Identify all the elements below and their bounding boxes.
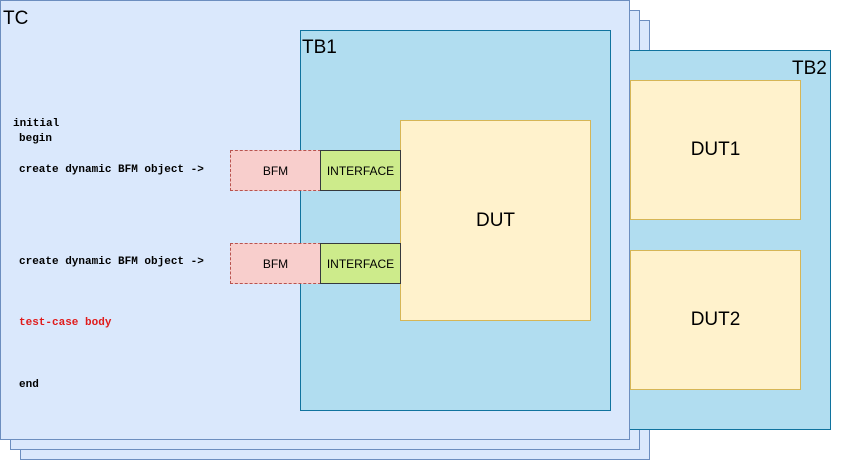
dut-label: DUT bbox=[475, 209, 516, 231]
dut1-block: DUT1 bbox=[630, 80, 801, 220]
bfm-top-block: BFM bbox=[230, 150, 321, 191]
code-create-line-1: create dynamic BFM object -> bbox=[19, 164, 204, 176]
code-initial: initial bbox=[13, 118, 60, 130]
bfm-top-label: BFM bbox=[262, 163, 289, 178]
dut2-block: DUT2 bbox=[630, 250, 801, 390]
interface-top-block: INTERFACE bbox=[320, 150, 401, 191]
tb1-label: TB1 bbox=[302, 37, 337, 58]
bfm-bottom-block: BFM bbox=[230, 243, 321, 284]
code-begin: begin bbox=[19, 133, 53, 145]
dut-block: DUT bbox=[400, 120, 591, 321]
dut1-label: DUT1 bbox=[690, 139, 741, 160]
interface-top-label: INTERFACE bbox=[326, 163, 395, 178]
bfm-bottom-label: BFM bbox=[262, 256, 289, 271]
code-test-case-body: test-case body bbox=[19, 317, 112, 329]
code-end: end bbox=[19, 379, 39, 391]
tc-label: TC bbox=[3, 8, 29, 29]
interface-bottom-block: INTERFACE bbox=[320, 243, 401, 284]
code-create-line-2: create dynamic BFM object -> bbox=[19, 256, 204, 268]
interface-bottom-label: INTERFACE bbox=[326, 256, 395, 271]
dut2-label: DUT2 bbox=[690, 309, 741, 330]
tb2-label: TB2 bbox=[792, 58, 827, 79]
